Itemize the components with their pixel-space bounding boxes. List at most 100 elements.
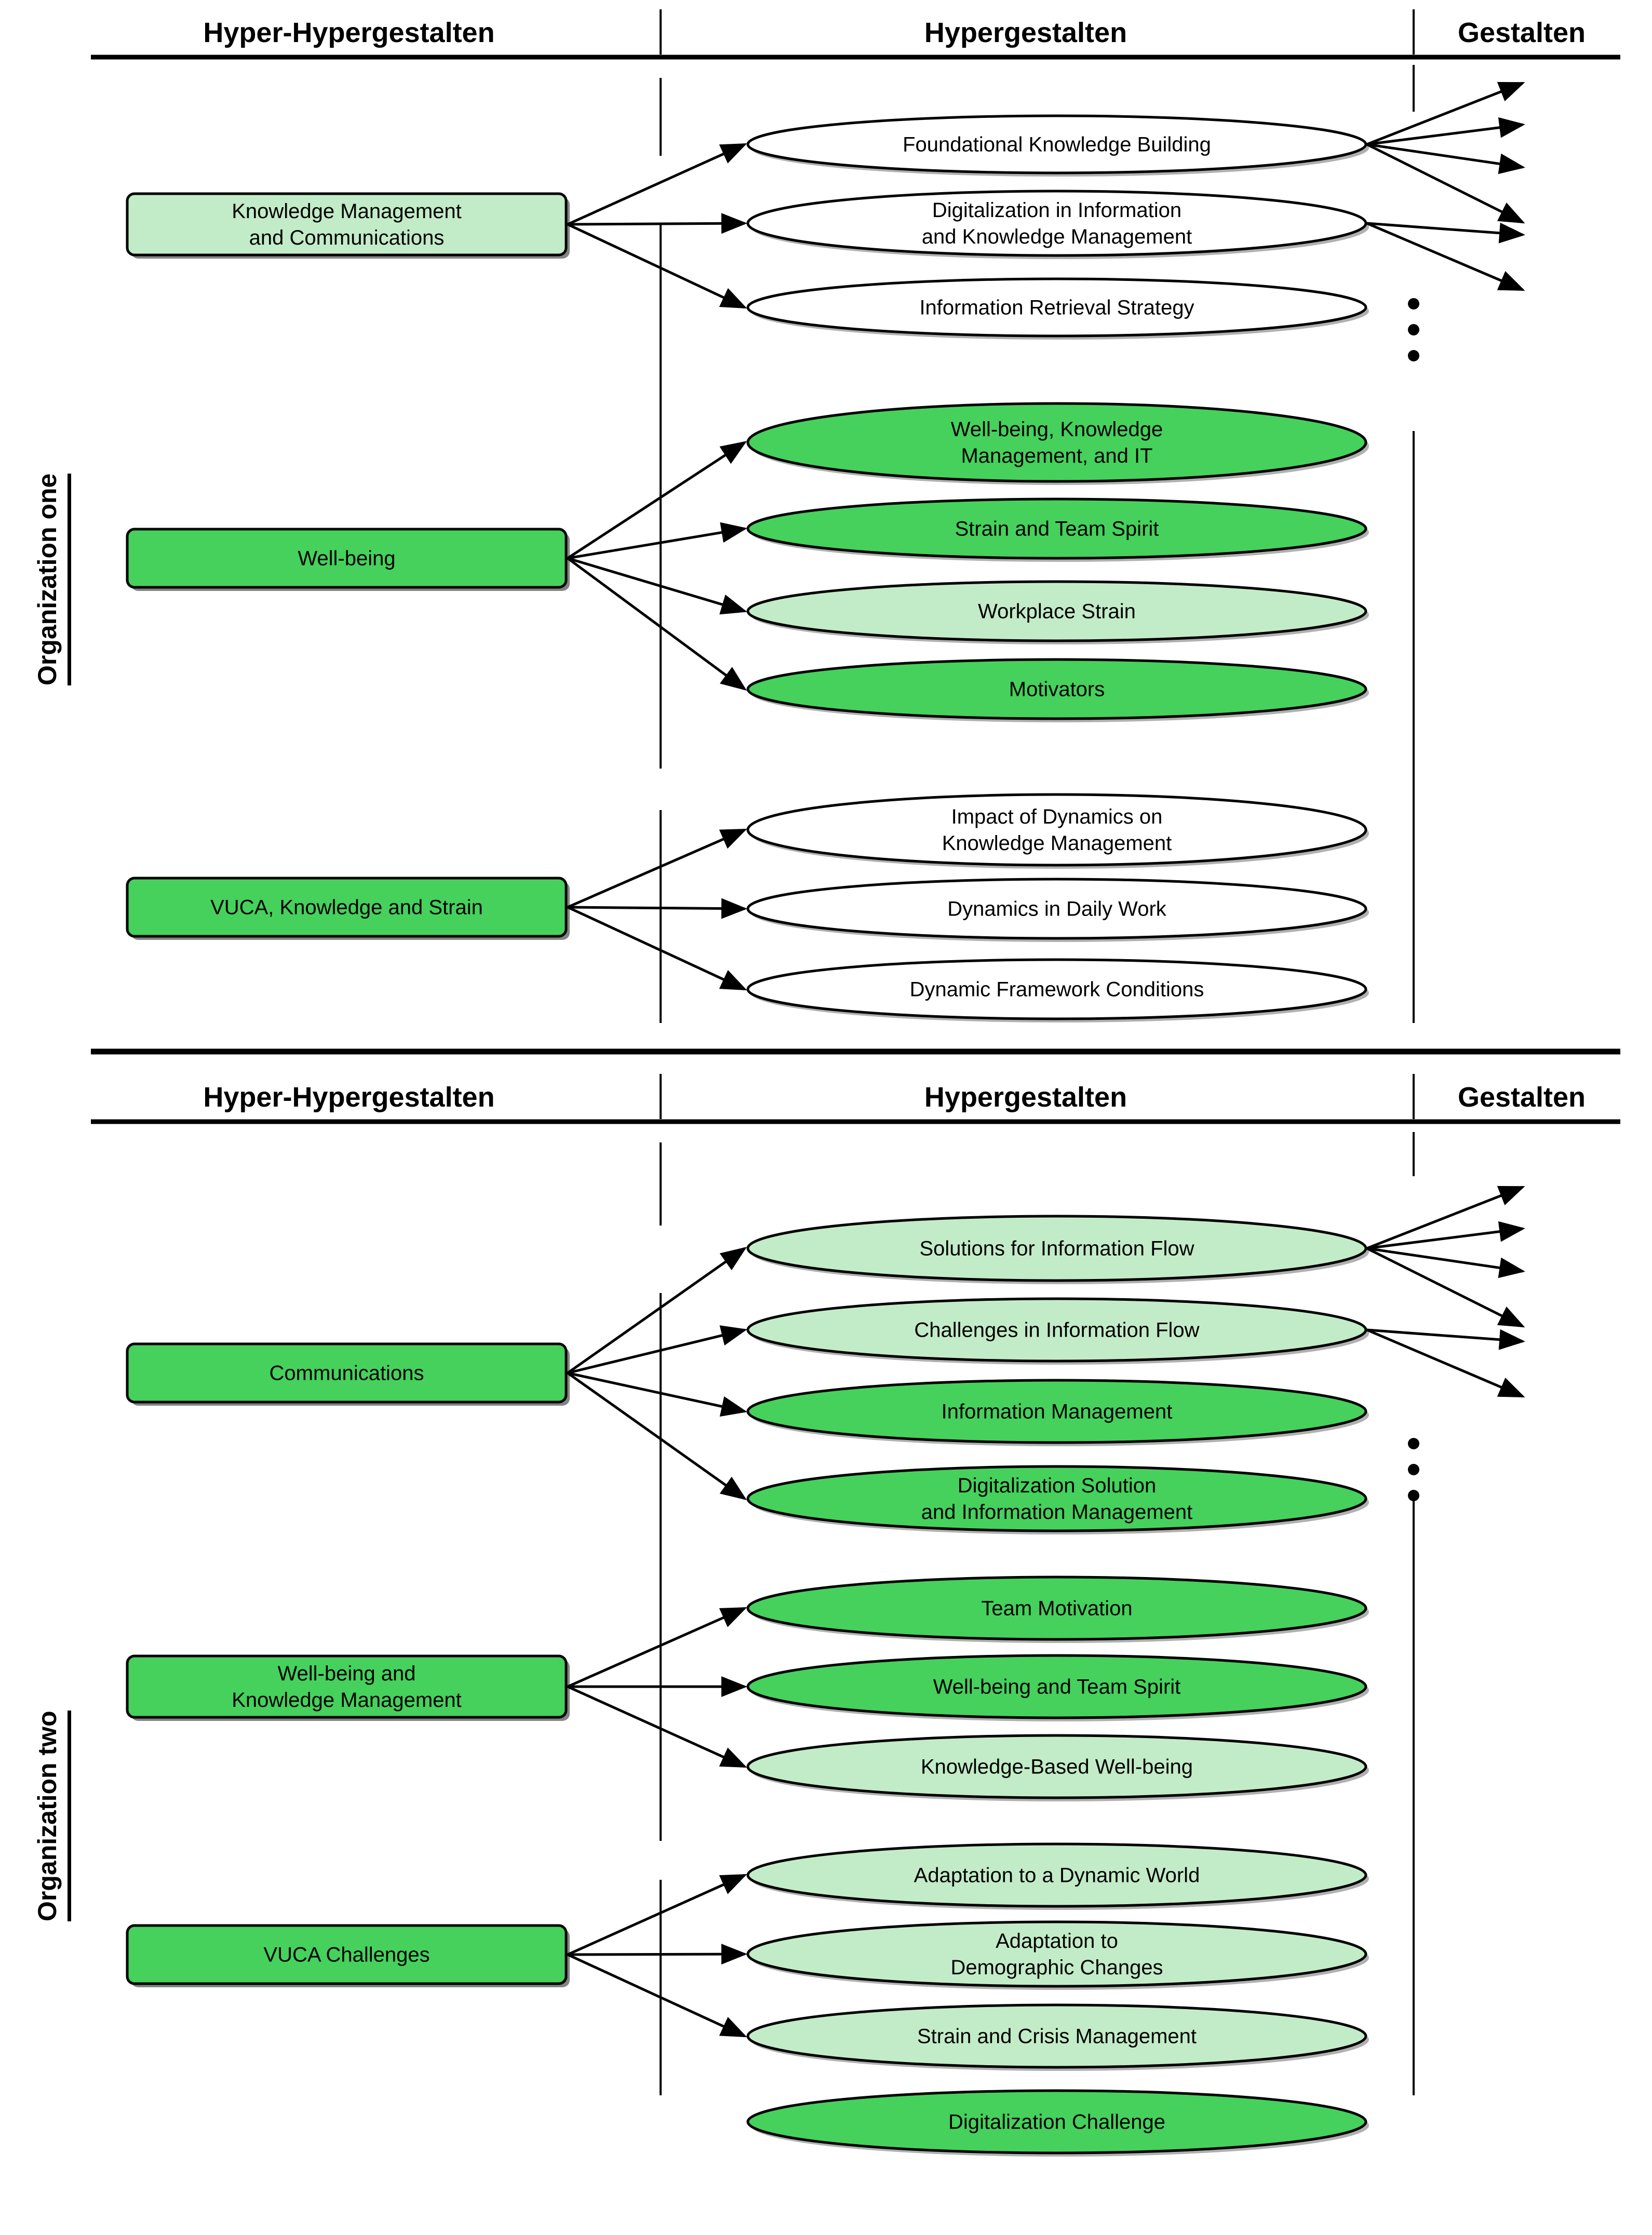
organization-section: Communications Solutions for Information …: [91, 1048, 1620, 2157]
column-header-gestalten: Gestalten: [1457, 1082, 1586, 1113]
hypergestalt-label: Strain and Team Spirit: [955, 518, 1159, 541]
vertical-ellipsis-dot: [1408, 298, 1419, 309]
hypergestalt-ellipse[interactable]: [746, 277, 1367, 338]
hypergestalt-label: Foundational Knowledge Building: [903, 133, 1211, 156]
connector-arrow: [567, 213, 747, 234]
hypergestalt-ellipse[interactable]: [746, 1297, 1367, 1363]
gestalt-fanout-arrow: [1366, 1247, 1525, 1328]
hypergestalt-ellipse[interactable]: [746, 1576, 1367, 1641]
gestalt-fanout-arrow: [1366, 82, 1525, 146]
connector-arrow: [567, 1371, 747, 1417]
connector-arrow: [567, 1325, 747, 1375]
connector-arrow: [567, 1371, 747, 1500]
connector-arrow: [567, 1607, 747, 1688]
hyper-hypergestalt-box[interactable]: [126, 1924, 568, 1985]
vertical-ellipsis-dot: [1408, 1438, 1419, 1449]
connector-arrow: [567, 1685, 747, 1768]
gestalt-fanout-arrow: [1366, 1186, 1525, 1250]
connector-arrow: [567, 143, 747, 226]
hypergestalt-ellipse[interactable]: [746, 1734, 1367, 1799]
column-header-hyper-hypergestalten: Hyper-Hypergestalten: [203, 1082, 495, 1113]
hypergestalt-ellipse[interactable]: [746, 190, 1367, 257]
hypergestalt-label: Strain and Crisis Management: [917, 2025, 1197, 2048]
hypergestalt-ellipse[interactable]: [746, 878, 1367, 940]
gestalt-fanout-arrow: [1366, 222, 1525, 291]
hypergestalt-ellipse[interactable]: [746, 1920, 1367, 1988]
gestalt-fanout-arrow: [1366, 1328, 1525, 1398]
connector-arrow: [567, 1874, 747, 1956]
hypergestalt-ellipse[interactable]: [746, 2089, 1367, 2155]
hypergestalt-label: Adaptation to a Dynamic World: [914, 1864, 1200, 1887]
connector-arrow: [567, 906, 747, 991]
vertical-ellipsis-dot: [1408, 350, 1419, 361]
hypergestalt-ellipse[interactable]: [746, 793, 1367, 867]
organization-side-label: Organization two: [32, 1711, 71, 1921]
hypergestalt-ellipse[interactable]: [746, 658, 1367, 720]
hypergestalt-label: Dynamics in Daily Work: [947, 898, 1167, 921]
hypergestalt-ellipse[interactable]: [746, 497, 1367, 560]
gestalt-fanout-arrow: [1366, 1247, 1525, 1278]
connector-arrow: [567, 557, 747, 615]
vertical-ellipsis-dot: [1408, 324, 1419, 335]
hypergestalt-label: Well-being and Team Spirit: [933, 1676, 1181, 1699]
connector-arrow: [567, 1953, 747, 2038]
hypergestalt-ellipse[interactable]: [746, 114, 1367, 174]
hypergestalt-label: Workplace Strain: [978, 600, 1136, 623]
connector-arrow: [567, 828, 747, 909]
hypergestalt-label: Team Motivation: [981, 1597, 1132, 1620]
connector-arrow: [567, 1247, 747, 1375]
column-header-hypergestalten: Hypergestalten: [924, 17, 1127, 48]
column-header-hypergestalten: Hypergestalten: [924, 1082, 1127, 1113]
connector-arrow: [567, 898, 747, 919]
hyper-hypergestalt-label: Communications: [270, 1362, 424, 1385]
hypergestalt-label: Solutions for Information Flow: [919, 1237, 1194, 1260]
hypergestalt-label: Information Retrieval Strategy: [919, 297, 1194, 319]
hypergestalt-ellipse[interactable]: [746, 1379, 1367, 1444]
hypergestalt-label: Challenges in Information Flow: [914, 1319, 1199, 1342]
hyper-hypergestalt-box[interactable]: [126, 1342, 568, 1404]
connector-arrow: [567, 522, 747, 560]
connector-arrow: [567, 441, 747, 560]
hyper-hypergestalt-box[interactable]: [126, 1654, 568, 1719]
hypergestalt-ellipse[interactable]: [746, 1654, 1367, 1719]
connector-arrow: [567, 557, 747, 691]
hyper-hypergestalt-box[interactable]: [126, 528, 568, 589]
gestalt-fanout-arrow: [1366, 143, 1525, 224]
hyper-hypergestalt-box[interactable]: [126, 192, 568, 257]
hypergestalt-label: Motivators: [1009, 678, 1105, 701]
hyper-hypergestalt-label: VUCA, Knowledge and Strain: [210, 896, 483, 919]
connector-arrow: [567, 1944, 747, 1965]
gestalt-fanout-arrow: [1366, 1221, 1525, 1250]
gestalt-fanout-arrow: [1366, 143, 1525, 174]
hyper-hypergestalt-label: VUCA Challenges: [263, 1944, 429, 1967]
hypergestalt-ellipse[interactable]: [746, 402, 1367, 483]
vertical-ellipsis-dot: [1408, 1490, 1419, 1501]
hypergestalt-ellipse[interactable]: [746, 1215, 1367, 1282]
gestalt-fanout-arrow: [1366, 117, 1525, 146]
hypergestalt-label: Dynamic Framework Conditions: [910, 978, 1204, 1001]
hypergestalt-label: Information Management: [942, 1401, 1173, 1423]
hyper-hypergestalt-box[interactable]: [126, 877, 568, 938]
connector-arrow: [567, 223, 747, 309]
hypergestalt-ellipse[interactable]: [746, 1842, 1367, 1908]
hypergestalt-ellipse[interactable]: [746, 580, 1367, 642]
hypergestalt-ellipse[interactable]: [746, 1465, 1367, 1532]
organization-side-label: Organization one: [32, 473, 71, 685]
hypergestalt-label: Digitalization Challenge: [948, 2111, 1165, 2134]
column-header-gestalten: Gestalten: [1457, 17, 1586, 48]
gestalt-fanout-arrow: [1366, 1328, 1525, 1350]
column-header-hyper-hypergestalten: Hyper-Hypergestalten: [203, 17, 495, 48]
hyper-hypergestalt-label: Well-being: [298, 547, 395, 570]
hypergestalt-ellipse[interactable]: [746, 2003, 1367, 2069]
hypergestalt-label: Knowledge-Based Well-being: [921, 1756, 1193, 1779]
hypergestalt-ellipse[interactable]: [746, 958, 1367, 1020]
